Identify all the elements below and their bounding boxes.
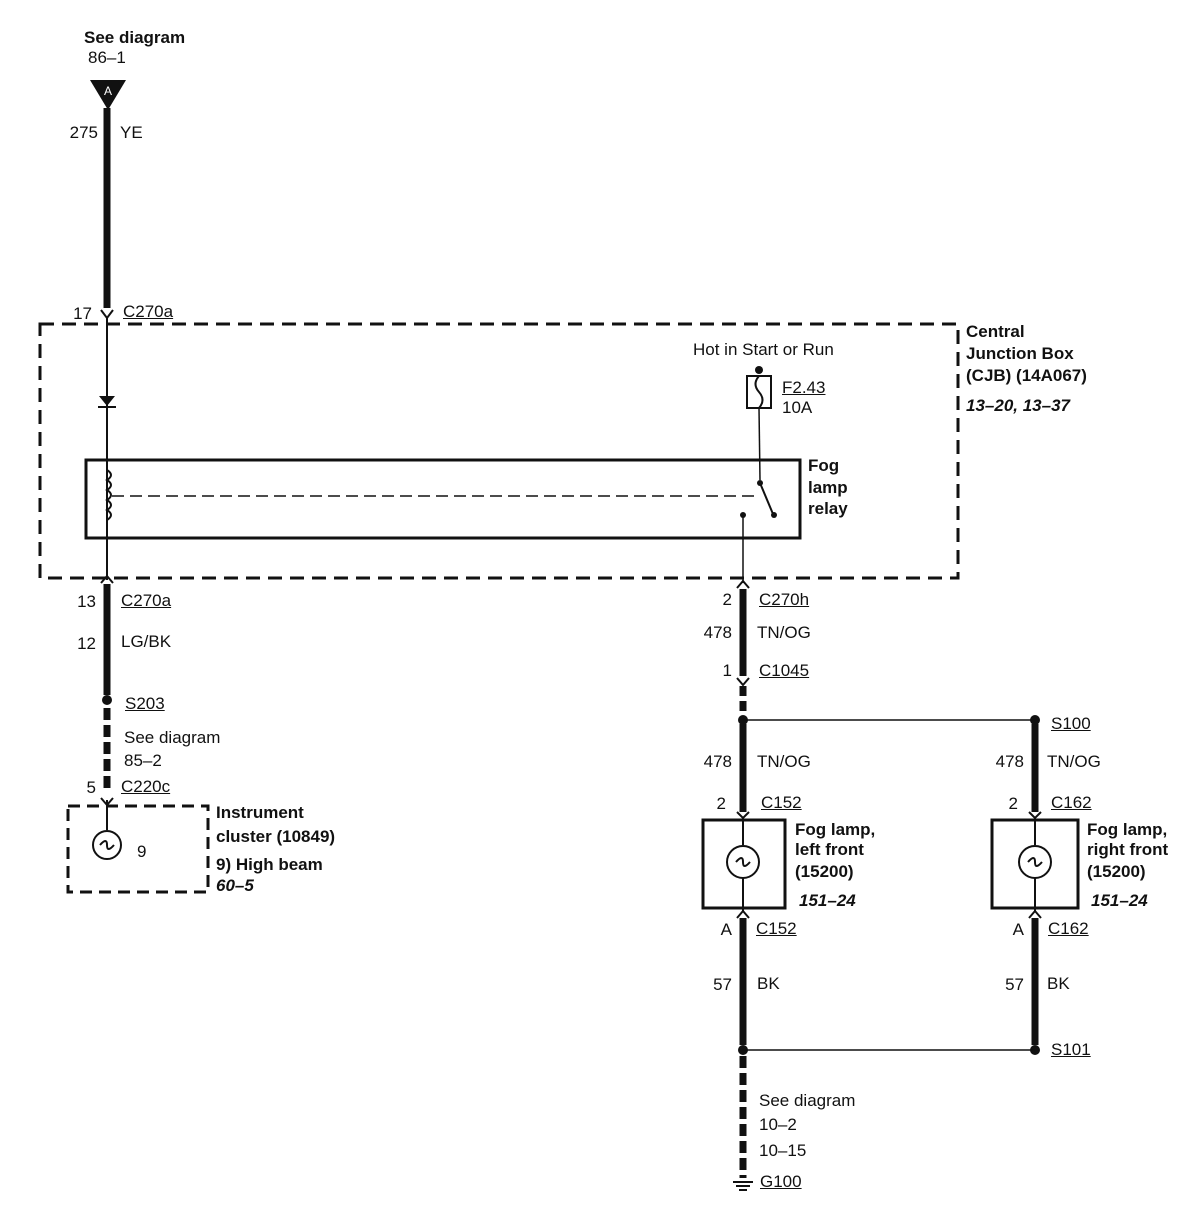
relay-coil <box>105 469 112 521</box>
c270a-bottom-pin: 13 <box>77 592 96 611</box>
relay-switch-blade <box>759 482 774 515</box>
connector-c270h-mark <box>736 579 750 589</box>
high-beam-bulb <box>92 830 122 860</box>
wire-478-left-color: TN/OG <box>757 752 811 771</box>
instrument-cluster-outline <box>66 804 210 894</box>
wire-478-main-circuit: 478 <box>703 623 732 642</box>
top-see-diagram: See diagram <box>84 28 186 47</box>
wire-478-main-color: TN/OG <box>757 623 811 642</box>
connector-c152-bottom-mark <box>736 909 750 919</box>
bottom-see-diagram: See diagram <box>759 1091 856 1110</box>
c270a-top-connector: C270a <box>123 302 174 321</box>
fog-right-label-line2: right front <box>1087 840 1169 859</box>
relay-label-line1: Fog <box>808 456 840 475</box>
bottom-ref1: 10–2 <box>759 1115 797 1134</box>
connector-c1045-mark <box>736 677 750 687</box>
c162-bottom-connector: C162 <box>1048 919 1089 938</box>
connector-a-letter: A <box>104 84 112 98</box>
c1045-connector: C1045 <box>759 661 810 680</box>
c162-top-connector: C162 <box>1051 793 1092 812</box>
ground-g100-label: G100 <box>760 1172 802 1191</box>
cjb-label-line3: (CJB) (14A067) <box>966 366 1087 385</box>
wire-57-right-circuit: 57 <box>1005 975 1024 994</box>
wire-57-left-circuit: 57 <box>713 975 732 994</box>
cluster-label-line3: 9) High beam <box>216 855 323 874</box>
power-label: Hot in Start or Run <box>693 340 834 359</box>
connector-c162-bottom-mark <box>1028 909 1042 919</box>
cluster-label-line2: cluster (10849) <box>216 827 336 846</box>
relay-label-line3: relay <box>808 499 848 518</box>
fuse-id: F2.43 <box>782 378 826 397</box>
splice-s203-label: S203 <box>125 694 165 713</box>
connector-c152-top-mark <box>736 811 750 820</box>
fuse-rating: 10A <box>782 398 813 417</box>
relay-label-line2: lamp <box>808 478 848 497</box>
c270a-bottom-connector: C270a <box>121 591 172 610</box>
c162-bottom-pin: A <box>1012 920 1024 939</box>
cjb-label-line1: Central <box>966 322 1025 341</box>
fog-left-label-line1: Fog lamp, <box>795 820 876 839</box>
cluster-label-line1: Instrument <box>216 803 304 822</box>
c270h-pin: 2 <box>722 590 732 609</box>
c152-top-connector: C152 <box>761 793 802 812</box>
fuse-element <box>754 375 764 409</box>
c220c-pin: 5 <box>86 778 96 797</box>
wire-57-right-color: BK <box>1047 974 1070 993</box>
ref-85-title: See diagram <box>124 728 221 747</box>
cjb-label-line2: Junction Box <box>966 344 1074 363</box>
bottom-ref2: 10–15 <box>759 1141 807 1160</box>
fog-lamp-left-filament <box>735 857 751 867</box>
fog-right-ref: 151–24 <box>1091 891 1148 910</box>
fog-lamp-right-filament <box>1027 857 1043 867</box>
relay-switch-contact-open <box>771 512 777 518</box>
c152-bottom-connector: C152 <box>756 919 797 938</box>
fog-right-label-line1: Fog lamp, <box>1087 820 1168 839</box>
fog-left-label-line2: left front <box>795 840 864 859</box>
splice-s100-label: S100 <box>1051 714 1091 733</box>
c270h-connector: C270h <box>759 590 810 609</box>
cluster-ref: 60–5 <box>216 876 254 895</box>
fog-right-label-line3: (15200) <box>1087 862 1146 881</box>
fog-lamp-relay-box <box>84 458 802 540</box>
c152-bottom-pin: A <box>720 920 732 939</box>
high-beam-filament <box>99 840 115 850</box>
wire-12-circuit: 12 <box>77 634 96 653</box>
wire-12-color: LG/BK <box>121 632 172 651</box>
c162-top-pin: 2 <box>1008 794 1018 813</box>
fog-left-label-line3: (15200) <box>795 862 854 881</box>
wire-275-circuit: 275 <box>69 123 98 142</box>
cjb-ref: 13–20, 13–37 <box>966 396 1070 415</box>
fog-left-ref: 151–24 <box>799 891 856 910</box>
connector-c162-top-mark <box>1028 811 1042 820</box>
wire-478-right-circuit: 478 <box>995 752 1024 771</box>
c152-top-pin: 2 <box>716 794 726 813</box>
wire-275-color: YE <box>120 123 143 142</box>
ref-85-ref: 85–2 <box>124 751 162 770</box>
splice-s101-label: S101 <box>1051 1040 1091 1059</box>
wire-57-left-color: BK <box>757 974 780 993</box>
connector-c270a-top-mark <box>100 309 114 320</box>
connector-a-triangle <box>90 80 126 110</box>
cjb-outline <box>38 322 960 580</box>
wire-fuse-to-switch <box>758 407 761 481</box>
cluster-bulb-number: 9 <box>137 842 147 861</box>
c270a-top-pin: 17 <box>73 304 92 323</box>
fuse-power-dot <box>755 366 763 374</box>
splice-s100-right-dot <box>1030 715 1040 725</box>
connector-c270a-bottom-mark <box>100 574 114 584</box>
wire-478-right-color: TN/OG <box>1047 752 1101 771</box>
wire-478-left-circuit: 478 <box>703 752 732 771</box>
splice-s203-dot <box>102 695 112 705</box>
c1045-pin: 1 <box>722 661 732 680</box>
c220c-connector: C220c <box>121 777 171 796</box>
diode-symbol <box>99 396 115 406</box>
top-diagram-ref: 86–1 <box>88 48 126 67</box>
